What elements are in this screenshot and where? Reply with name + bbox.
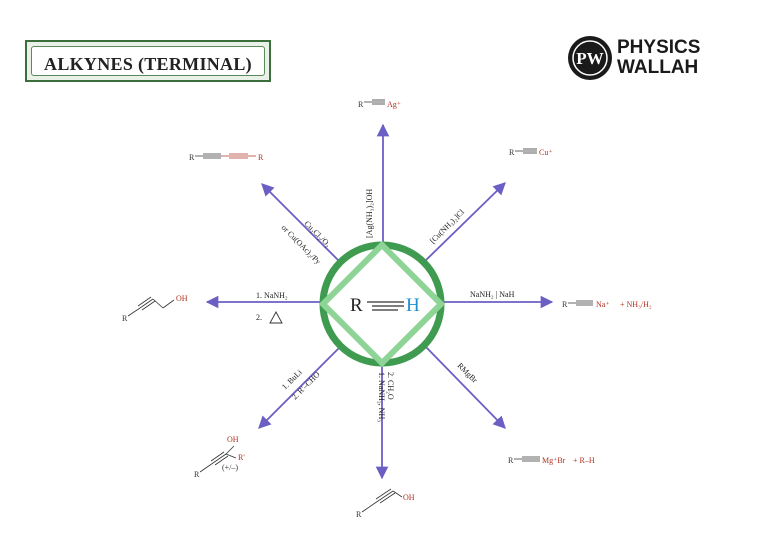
reaction-arrows xyxy=(205,123,554,480)
product-bottom: R OH xyxy=(356,488,415,519)
product-bottom-right: R Mg⁺Br + R–H xyxy=(508,456,595,465)
page-title: ALKYNES (TERMINAL) xyxy=(44,54,252,74)
product-left-oh: OH xyxy=(176,294,188,303)
reagent-bottom-2: 2. CH₂O xyxy=(386,372,395,400)
product-bottom-left-oh: OH xyxy=(227,435,239,444)
epoxide-icon xyxy=(269,311,283,324)
brand-line-2: WALLAH xyxy=(617,57,699,78)
product-bottom-left: R OH R' (+/–) xyxy=(194,435,245,479)
product-right-na: Na⁺ xyxy=(596,300,610,309)
title-banner: ALKYNES (TERMINAL) xyxy=(25,40,271,82)
product-bottom-oh: OH xyxy=(403,493,415,502)
arrow-bottom-left xyxy=(258,346,341,429)
arrow-top-left xyxy=(261,183,341,263)
product-right-r: R xyxy=(562,300,568,309)
reagent-right: NaNH₂ | NaH xyxy=(470,290,515,299)
product-bottom-left-r: R xyxy=(194,470,200,479)
product-top-ag: Ag⁺ xyxy=(387,100,401,109)
product-bottom-left-rprime: R' xyxy=(238,453,245,462)
product-top-right-cu: Cu⁺ xyxy=(539,148,553,157)
reagent-top: [Ag(NH₃)₂]OH xyxy=(365,189,374,238)
product-bottom-right-byproduct: + R–H xyxy=(573,456,595,465)
product-right: R Na⁺ + NH₃/H₂ xyxy=(562,300,652,309)
product-left-r: R xyxy=(122,314,128,323)
product-top-left-r1: R xyxy=(189,153,195,162)
product-left: R OH xyxy=(122,294,188,323)
product-top: R Ag⁺ xyxy=(358,99,401,109)
logo-circle-icon xyxy=(568,36,612,80)
product-bottom-r: R xyxy=(356,510,362,519)
product-bottom-right-mgbr: Mg⁺Br xyxy=(542,456,566,465)
product-top-left: R R xyxy=(189,153,264,162)
product-top-right-r: R xyxy=(509,148,515,157)
brand-name: PHYSICS WALLAH xyxy=(617,38,700,78)
central-diamond xyxy=(318,240,446,368)
reagent-bottom-1: 1. NaNH₂, NH₃ xyxy=(377,372,386,422)
pw-logo: PW xyxy=(568,36,612,80)
product-top-left-r2: R xyxy=(258,153,264,162)
reagent-left-1: 1. NaNH₂ xyxy=(256,291,288,300)
arrow-bottom-right xyxy=(424,345,506,429)
brand-line-1: PHYSICS xyxy=(617,37,701,58)
product-bottom-right-r: R xyxy=(508,456,514,465)
product-top-right: R Cu⁺ xyxy=(509,148,553,157)
product-right-byproduct: + NH₃/H₂ xyxy=(620,300,652,309)
center-triple-bond xyxy=(367,301,404,311)
center-r-atom: R xyxy=(350,295,363,316)
logo-text: PW xyxy=(576,49,603,68)
central-alkyne: R H xyxy=(318,240,446,368)
product-top-r: R xyxy=(358,100,364,109)
arrow-top-right xyxy=(423,182,506,263)
center-h-atom: H xyxy=(406,295,420,316)
reagent-left-2: 2. xyxy=(256,313,262,322)
product-bottom-left-note: (+/–) xyxy=(222,463,238,472)
title-inner-frame: ALKYNES (TERMINAL) xyxy=(31,46,265,76)
